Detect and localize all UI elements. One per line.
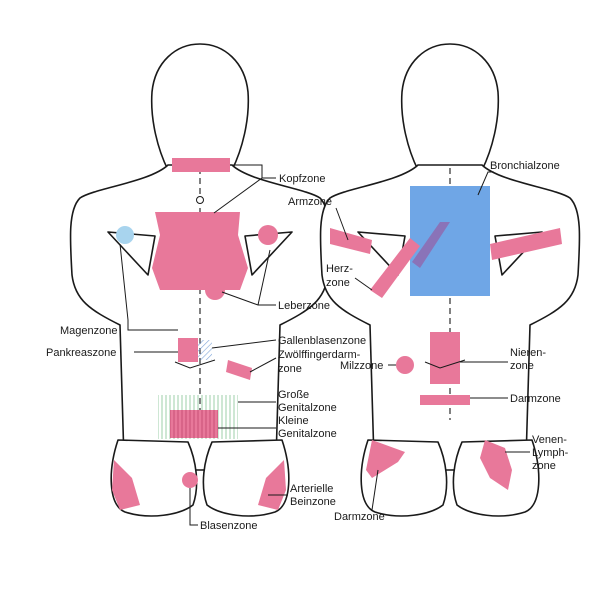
left-head	[150, 43, 250, 171]
label-bronchialzone: Bronchialzone	[490, 160, 560, 172]
left-leg-zone-left	[112, 460, 140, 510]
left-shoulder-blue	[116, 226, 134, 244]
kopfzone-leader	[230, 164, 276, 179]
right-waist-line	[424, 359, 466, 369]
leberzone-leader-2	[257, 249, 271, 306]
right-head	[400, 43, 500, 171]
right-darm-zone-bar	[420, 395, 470, 405]
bronchial-leader	[477, 171, 494, 196]
left-kopfzone-area	[172, 158, 230, 172]
label-arterielle-1: Arterielle	[290, 483, 333, 495]
label-venen-1: Venen-	[532, 434, 567, 446]
left-pankreas-area	[178, 338, 198, 362]
left-leber-circle	[205, 280, 225, 300]
label-venen-2: Lymph-	[532, 447, 569, 459]
label-darmzone-right: Darmzone	[510, 393, 561, 405]
label-blasenzone: Blasenzone	[200, 520, 258, 532]
left-leg-zone-right	[258, 460, 286, 510]
magenzone-leader	[119, 243, 178, 331]
label-arterielle-2: Beinzone	[290, 496, 336, 508]
label-milzzone: Milzzone	[340, 360, 383, 372]
label-grosse-2: Genitalzone	[278, 402, 337, 414]
armzone-leader	[335, 207, 349, 241]
left-labels: Kopfzone Leberzone Magenzone Pankreaszon…	[46, 164, 366, 532]
right-heart-overlap	[412, 222, 450, 268]
blasen-leader	[189, 488, 198, 526]
gallenblasen-leader	[211, 339, 277, 349]
left-kleine-genital-hatch	[170, 410, 218, 438]
label-nieren-1: Nieren-	[510, 347, 546, 359]
left-figure	[69, 43, 331, 517]
left-zwoelffinger-area	[226, 360, 252, 380]
right-arm-zone-right	[490, 228, 562, 260]
label-kleine-1: Kleine	[278, 415, 309, 427]
right-bronchial-zone	[410, 186, 490, 296]
label-pankreaszone: Pankreaszone	[46, 347, 116, 359]
label-leberzone: Leberzone	[278, 300, 330, 312]
right-arm-zone-left	[330, 228, 372, 254]
label-zwoelffinger-1: Zwölffingerdarm-	[278, 349, 361, 361]
label-nieren-2: zone	[510, 360, 534, 372]
left-gallenblase-area	[198, 340, 212, 360]
label-zwoelffinger-2: zone	[278, 363, 302, 375]
right-venen-zone	[480, 440, 512, 490]
right-herz-zone	[370, 238, 420, 298]
left-upper-back-zone	[152, 212, 248, 290]
label-magenzone: Magenzone	[60, 325, 118, 337]
kopfzone-leader-2	[213, 177, 263, 214]
label-venen-3: zone	[532, 460, 556, 472]
right-nieren-zone	[430, 332, 460, 384]
left-shoulder-pink	[258, 225, 278, 245]
zwoelffinger-leader	[249, 357, 277, 373]
left-vertebra-marker	[196, 196, 204, 204]
label-grosse-1: Große	[278, 389, 309, 401]
left-waist-line	[174, 359, 216, 369]
label-armzone: Armzone	[288, 196, 332, 208]
darm-bottom-leader	[371, 469, 379, 511]
right-milz-circle	[396, 356, 414, 374]
label-kleine-2: Genitalzone	[278, 428, 337, 440]
right-labels: Bronchialzone Armzone Herz- zone Nieren-…	[288, 160, 569, 523]
herzzone-leader	[354, 277, 373, 291]
right-figure	[319, 43, 581, 517]
label-gallenblasenzone: Gallenblasenzone	[278, 335, 366, 347]
right-darm-zone-lower-left	[366, 440, 405, 478]
left-blasen-circle	[182, 472, 198, 488]
label-herz-2: zone	[326, 277, 350, 289]
label-darmzone-bottom: Darmzone	[334, 511, 385, 523]
label-herz-1: Herz-	[326, 263, 353, 275]
label-kopfzone: Kopfzone	[279, 173, 325, 185]
